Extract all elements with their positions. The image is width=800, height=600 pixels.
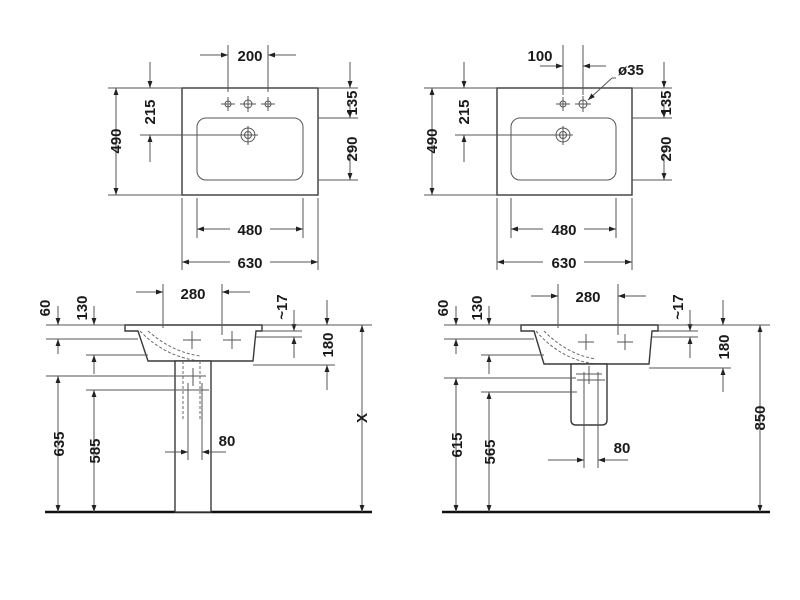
dim-630: 630: [551, 255, 576, 272]
dim-585: 585: [87, 438, 104, 463]
top-view-left: 200 490 215 135 290 480 630: [108, 45, 361, 272]
bowl-outline: [510, 117, 617, 181]
tap-icon: [578, 334, 594, 350]
dim-135: 135: [344, 90, 361, 115]
dim-100: 100: [527, 48, 552, 65]
bowl-outline: [196, 117, 304, 181]
dim-215: 215: [456, 99, 473, 124]
top-view-right: 100 ø35 490 215 135 290 480 630: [424, 45, 675, 272]
tap-hole-icon: [575, 96, 591, 112]
pedestal: [174, 360, 212, 513]
dim-180: 180: [320, 332, 337, 357]
siphon-icon: [180, 368, 209, 397]
dim-280: 280: [180, 286, 205, 303]
tap-hole-icon: [556, 97, 570, 111]
side-view-left: 60 130 280 ~17 180 X 635 585: [37, 284, 372, 514]
dim-630: 630: [237, 255, 262, 272]
dim-200: 200: [237, 48, 262, 65]
dim-80: 80: [219, 433, 236, 450]
dim-490: 490: [424, 128, 441, 153]
dim-615: 615: [449, 432, 466, 457]
dim-490: 490: [108, 128, 125, 153]
dim-290: 290: [344, 136, 361, 161]
dim-635: 635: [51, 431, 68, 456]
basin-side-profile: [124, 324, 263, 362]
dim-dia35: ø35: [618, 62, 644, 79]
tap-icon: [183, 331, 201, 349]
tap-icon: [223, 331, 241, 349]
siphon-icon: [576, 366, 605, 388]
dim-130: 130: [74, 295, 91, 320]
dim-60: 60: [37, 300, 54, 317]
dim-80: 80: [614, 440, 631, 457]
dim-215: 215: [142, 99, 159, 124]
dim-17: ~17: [274, 294, 291, 319]
dim-480: 480: [237, 222, 262, 239]
tap-icon: [617, 334, 633, 350]
dim-850: 850: [752, 405, 769, 430]
tap-hole-icon: [240, 96, 256, 112]
tap-hole-icon: [221, 97, 235, 111]
side-view-right: 60 130 280 ~17 180 850 615 565: [435, 284, 770, 514]
dim-135: 135: [658, 90, 675, 115]
tap-hole-icon: [261, 97, 275, 111]
dim-480: 480: [551, 222, 576, 239]
dim-60: 60: [435, 300, 452, 317]
dim-130: 130: [469, 295, 486, 320]
dim-17: ~17: [670, 294, 687, 319]
basin-side-profile: [520, 324, 659, 365]
dim-280: 280: [575, 289, 600, 306]
dim-565: 565: [482, 439, 499, 464]
dim-290: 290: [658, 136, 675, 161]
dim-180: 180: [716, 334, 733, 359]
dim-x: X: [354, 413, 371, 423]
